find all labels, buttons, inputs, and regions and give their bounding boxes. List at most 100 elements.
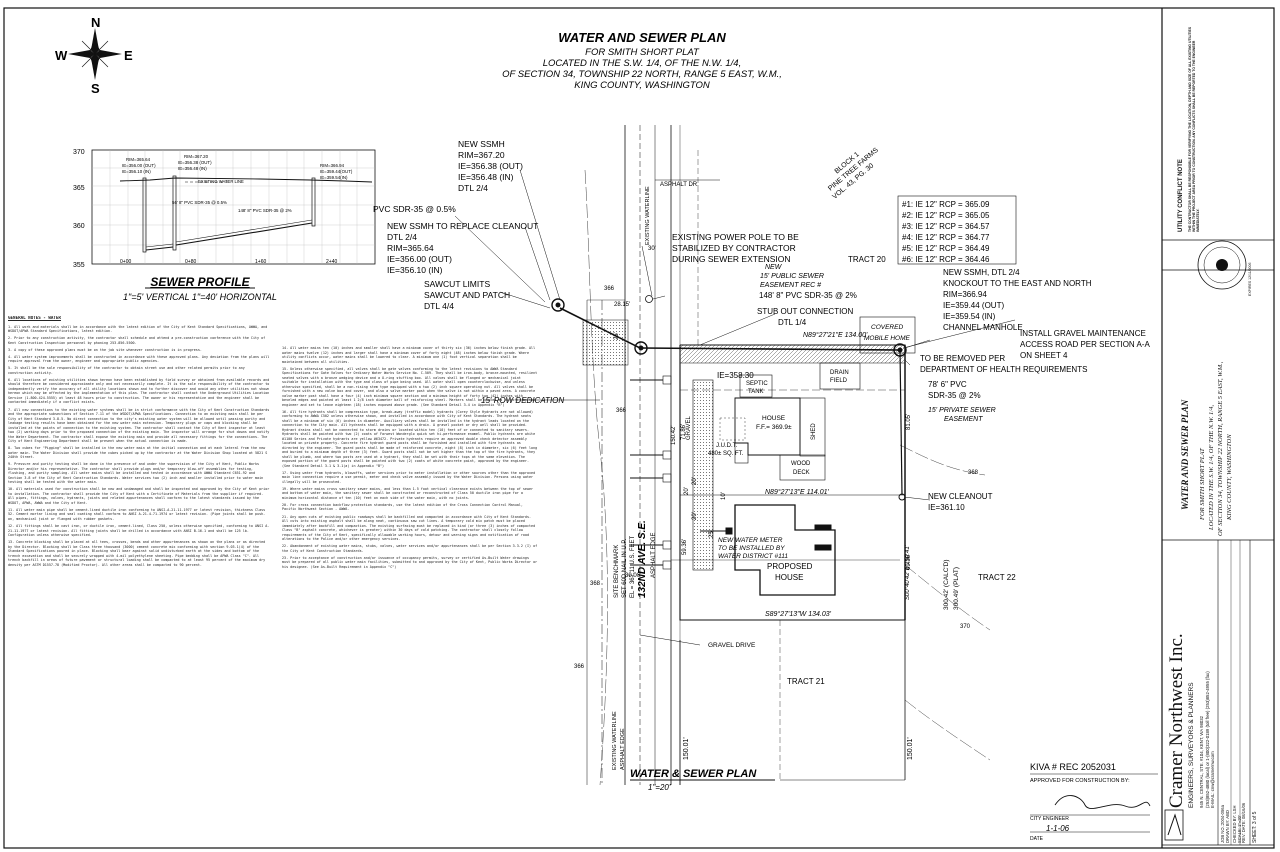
dim-2: 71.86' [681,424,687,440]
note-10: 10. All materials used for construction … [8,487,270,505]
note-14: 14. All water mains ten (10) inches and … [282,346,536,364]
city-engineer: CITY ENGINEER [1030,816,1069,822]
ie-4: #4: IE 12" RCP = 364.77 [902,233,990,242]
ie-6: #6: IE 12" RCP = 364.46 [902,255,990,264]
contour-2: 368 [968,470,979,476]
shed: SHED [811,423,817,440]
tb-sheet-sub4: KING COUNTY, WASHINGTON [1226,434,1233,520]
profile-title: SEWER PROFILE [150,275,250,289]
water-meter-2: TO BE INSTALLED BY [718,545,785,552]
ssmh1-1: NEW SSMH [458,139,505,149]
ssmh1-4: IE=356.48 (IN) [458,172,514,182]
approval-block: KIVA # REC 2052031 APPROVED FOR CONSTRUC… [1030,762,1158,842]
existing-waterline-bottom: EXISTING WATERLINE [612,711,618,770]
note-12: 12. All fittings shall be cast iron, or … [8,524,270,538]
tb-company-sub: ENGINEERS, SURVEYORS & PLANNERS [1188,682,1195,808]
tb-rev: REV: DATE: 08/16/06 [1241,803,1246,843]
ssmh2-4: IE=356.00 (OUT) [387,254,452,264]
note-22: 22. Abandonment of existing water mains,… [282,544,538,553]
title-line2: LOCATED IN THE S.W. 1/4, OF THE N.W. 1/4… [543,58,741,69]
contour-1: 366 [604,286,615,292]
pvc-6: 78' 6" PVC [928,380,967,389]
note-16: 16. All fire hydrants shall be compressi… [282,409,538,468]
tb-sheet-sub: FOR SMITH SHORT PLAT [1198,448,1207,520]
note-11: 11. All water main pipe shall be cement-… [8,507,266,521]
tb-sheet: SHEET: 3 of 5 [1252,812,1258,843]
water-meter-1: NEW WATER METER [718,537,783,544]
ssmh1-3: IE=356.38 (OUT) [458,161,523,171]
street-name: 132ND AVE. S.E. [637,520,648,598]
covered-1: COVERED [871,324,903,331]
tb-stamp: EXPIRES 12/11/2006 [1248,263,1252,296]
covered-2: MOBILE HOME [864,335,911,342]
north-arrow-icon [68,28,122,80]
gravel-road-1: INSTALL GRAVEL MAINTENANCE [1020,329,1146,338]
tb-job: JOB NO.:2004-056a DRAWN BY: ABD [1220,805,1230,843]
contour-6: 366 [616,408,627,414]
asphalt-dr: ASPHALT DR. [660,182,699,188]
note-8: 8. Two cubes for "Pigging" shall be inst… [8,446,268,460]
power-pole-3: DURING SEWER EXTENSION [672,254,791,264]
note-2: 2. Prior to any construction activity, t… [8,336,266,345]
ssmh1-5: DTL 2/4 [458,183,488,193]
utility-conflict-note: UTILITY CONFLICT NOTE [1178,17,1184,232]
profile-pipe-b: 148' 8" PVC SDR-35 @ 2% [238,208,292,213]
dim-14: 10' [721,492,727,500]
profile-y-360: 360 [73,223,85,230]
profile-x-240: 2+40 [326,259,337,265]
compass-w: W [55,48,68,63]
compass-s: S [91,81,100,96]
outer-border [3,7,1275,849]
profile-pipe-a: 56' 8" PVC SDR-35 @ 0.5% [172,200,227,205]
sheet-no: SHEET: 3 of 5 [1252,811,1258,843]
ssmh2-3: RIM=365.64 [387,243,434,253]
sawcut-1: SAWCUT LIMITS [424,279,490,289]
note-17: 17. Using water from hydrants, blowoffs,… [282,470,536,484]
note-1: 1. All work and materials shall be in ac… [8,324,268,334]
power-pole-1: EXISTING POWER POLE TO BE [672,232,799,242]
dim-6: 300.49' (PLAT) [953,567,960,610]
general-notes-col1: GENERAL NOTES - WATER 1. All work and ma… [8,316,270,846]
asphalt-edge-bottom: ASPHALT EDGE [620,728,626,770]
benchmark-2: SET 60D NAIL IN U.P. [622,538,628,598]
profile-y-370: 370 [73,149,85,156]
plan-scale: 1"=20' [648,783,671,792]
contour-3: 370 [960,624,971,630]
cleanout-2: IE=361.10 [928,503,965,512]
benchmark-1: SITE BENCHMARK [614,545,620,598]
tb-sub-3: OF SECTION 34, TOWNSHIP 22 NORTH, RANGE … [1217,361,1224,536]
sawcut-3: DTL 4/4 [424,301,454,311]
contour-5: 366 [574,664,585,670]
tb-sub-2: LOCATED IN THE S.W. 1/4, OF THE N.W. 1/4… [1208,405,1215,530]
drain-1: DRAIN [830,370,849,376]
note-9: 9. Pressure and purity testing shall be … [8,462,264,485]
ssmh-right-1: NEW SSMH, DTL 2/4 [943,268,1020,277]
easement-3: EASEMENT REC # [760,282,821,289]
ie-mid: IE=358.30 [717,371,754,380]
sdr-2: SDR-35 @ 2% [928,391,981,400]
note-7: 7. All new connections to the existing w… [8,407,270,444]
stamp-expires: EXPIRES 12/11/2006 [1248,262,1252,296]
bearing-mid: N89°27'13"E 114.01' [765,488,830,496]
wood-deck-1: WOOD [791,461,811,467]
ssmh-right-5: IE=359.54 (IN) [943,312,996,321]
profile-callout-a-2: IE=356.00 (OUT) [122,163,156,168]
contour-4: 368 [590,581,601,587]
profile-y-355: 355 [73,262,85,269]
ie-1: #1: IE 12" RCP = 365.09 [902,200,990,209]
kiva: KIVA # REC 2052031 [1030,762,1116,772]
tb-company: Cramer Northwest Inc. [1166,633,1188,808]
tb-title: WATER AND SEWER PLAN [1180,399,1190,510]
sheet-title-group: WATER AND SEWER PLAN FOR SMITH SHORT PLA… [502,30,782,91]
utility-heading: UTILITY CONFLICT NOTE [1178,159,1184,232]
notes-heading: GENERAL NOTES - WATER [8,316,61,320]
gravel-label: GRAVEL [686,415,692,440]
gravel-drive: GRAVEL DRIVE [708,642,756,649]
tb-sheet-sub2: LOCATED IN THE S.W. 1/4, OF THE N.W. 1/4… [1208,405,1215,530]
cleanout-1: NEW CLEANOUT [928,492,993,501]
title-line4: KING COUNTY, WASHINGTON [574,80,710,91]
tract-22: TRACT 22 [978,573,1016,582]
ssmh2-1: NEW SSMH TO REPLACE CLEANOUT [387,221,538,231]
water-meter-3: WATER DISTRICT #111 [718,553,788,560]
note-13: 13. Concrete blocking shall be placed at… [8,540,266,567]
